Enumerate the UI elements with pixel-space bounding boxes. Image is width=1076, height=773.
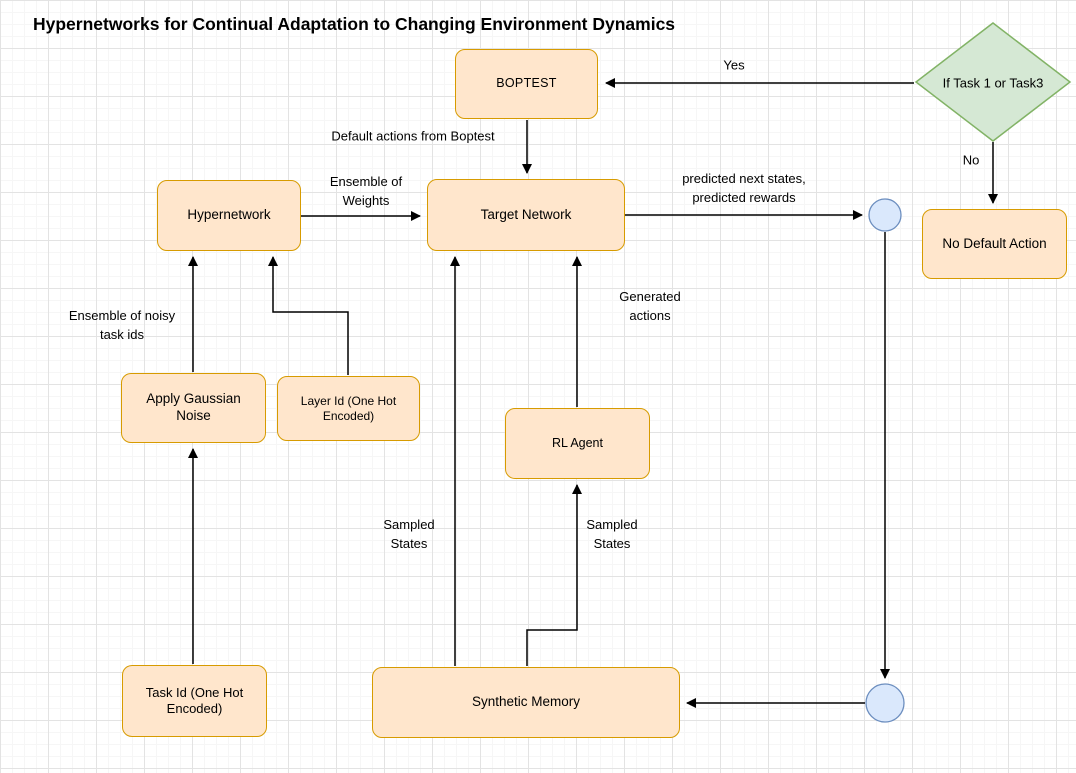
edge-label-sampled-states-right: Sampled States [586,517,638,551]
node-target-network[interactable]: Target Network [427,179,625,251]
node-layer-id[interactable]: Layer Id (One Hot Encoded) [277,376,420,441]
edge-label-sampled-states-left: Sampled States [383,517,435,551]
edge-label-yes: Yes [723,57,745,73]
edge-label-generated-actions: Generated actions [619,289,681,323]
edge-memory-to-rlagent [526,484,582,666]
edge-label-default-actions: Default actions from Boptest [331,128,495,144]
edge-label-no: No [962,152,980,168]
node-boptest[interactable]: BOPTEST [455,49,598,119]
node-task-id[interactable]: Task Id (One Hot Encoded) [122,665,267,737]
node-hypernetwork[interactable]: Hypernetwork [157,180,301,251]
decision-diamond[interactable] [914,22,1072,142]
node-rl-agent[interactable]: RL Agent [505,408,650,479]
decision-diamond-label: If Task 1 or Task3 [942,75,1044,91]
connector-junction-top[interactable] [868,198,902,232]
node-apply-gaussian-noise[interactable]: Apply Gaussian Noise [121,373,266,443]
diagram-title: Hypernetworks for Continual Adaptation t… [33,14,676,34]
node-no-default-action[interactable]: No Default Action [922,209,1067,279]
edge-label-ensemble-of-weights: Ensemble of Weights [329,174,403,208]
edge-label-predicted: predicted next states, predicted rewards [682,171,806,205]
connector-junction-bottom[interactable] [865,683,905,723]
edge-layerid-to-hypernetwork [268,256,349,375]
node-synthetic-memory[interactable]: Synthetic Memory [372,667,680,738]
edge-label-ensemble-noisy: Ensemble of noisy task ids [68,308,176,342]
